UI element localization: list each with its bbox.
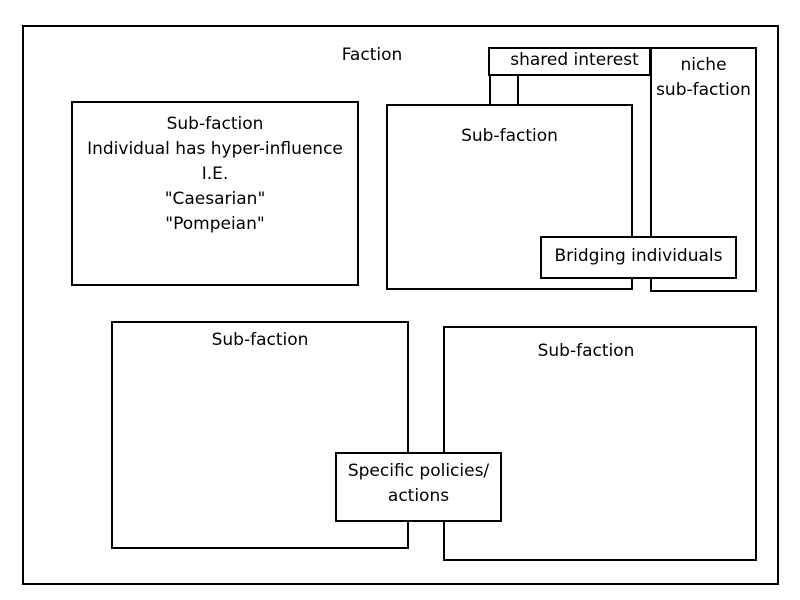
subfaction-bottom-right-label: Sub-faction <box>537 341 635 361</box>
bridging-individuals-box <box>540 236 737 279</box>
shared-interest-label: shared interest <box>510 50 639 70</box>
niche-subfaction-text: niche sub-faction <box>650 53 757 103</box>
specific-policies-text: Specific policies/ actions <box>335 459 502 509</box>
subfaction-influence-line-2: Individual has hyper-influence <box>87 139 343 159</box>
subfaction-influence-line-1: Sub-faction <box>166 114 264 134</box>
specific-policies-line-2: actions <box>387 486 450 506</box>
faction-label: Faction <box>341 45 403 65</box>
shared-interest-connector <box>489 73 519 106</box>
subfaction-top-right-label: Sub-faction <box>461 126 558 146</box>
niche-subfaction-line-1: niche <box>680 55 727 75</box>
specific-policies-line-1: Specific policies/ <box>347 461 490 481</box>
subfaction-bottom-left-label: Sub-faction <box>211 330 309 350</box>
subfaction-influence-line-5: "Pompeian" <box>165 214 265 234</box>
specific-policies-box <box>335 452 502 522</box>
subfaction-influence-line-3: I.E. <box>201 164 229 184</box>
bridging-individuals-label: Bridging individuals <box>554 246 723 266</box>
niche-subfaction-line-2: sub-faction <box>656 80 751 100</box>
shared-interest-box <box>488 47 651 76</box>
niche-subfaction-box <box>650 47 757 292</box>
subfaction-influence-box <box>71 101 359 286</box>
subfaction-influence-text: Sub-faction Individual has hyper-influen… <box>71 112 359 237</box>
subfaction-influence-line-4: "Caesarian" <box>164 189 266 209</box>
